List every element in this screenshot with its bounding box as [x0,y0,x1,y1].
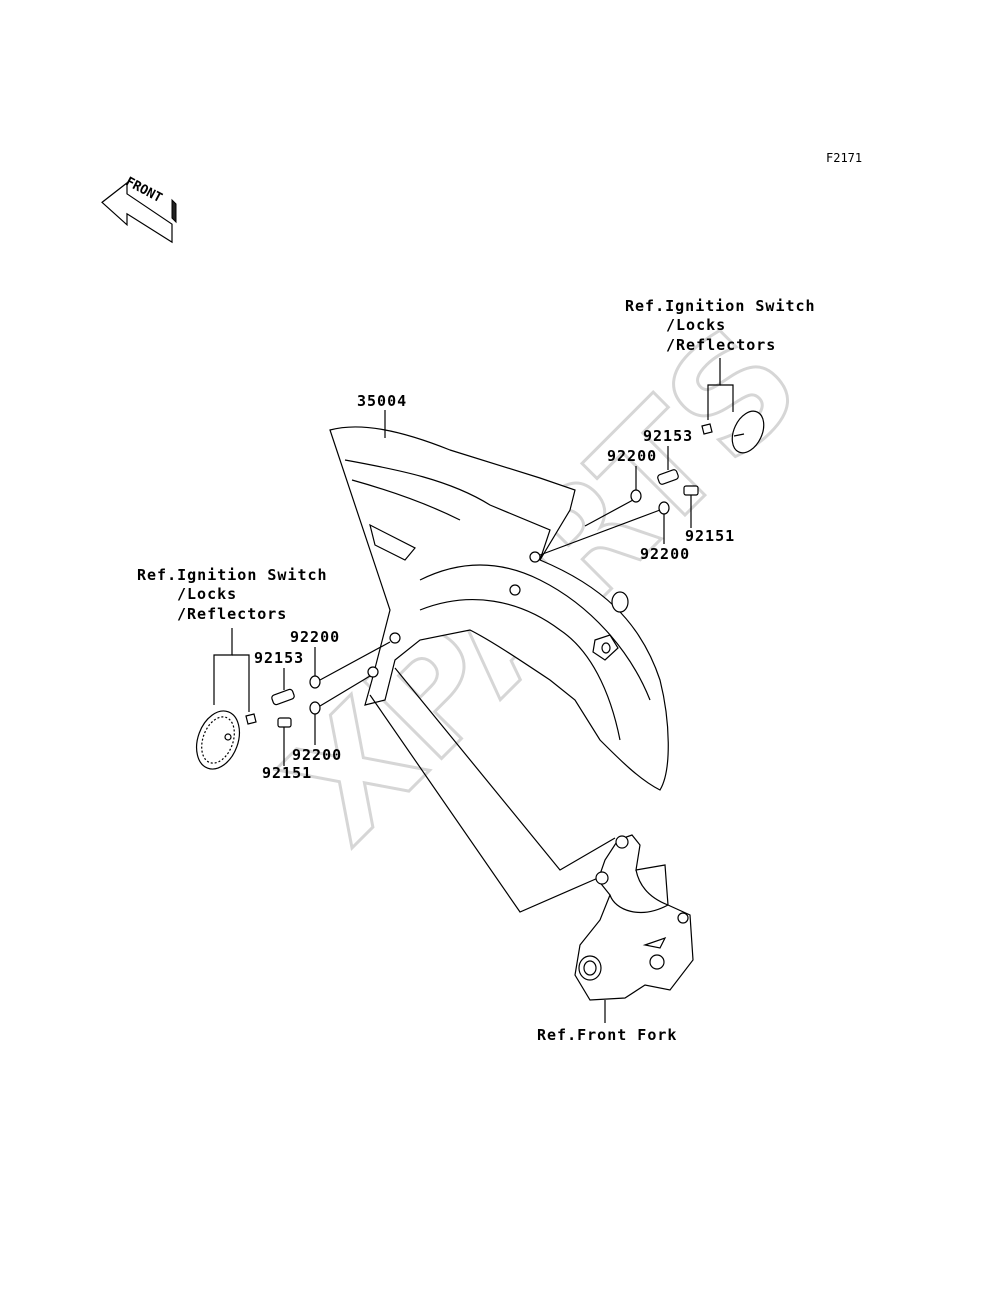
ref-ignition-left-line3: /Reflectors [177,605,287,623]
label-92200-right-top: 92200 [607,447,657,465]
label-92200-left-top: 92200 [290,628,340,646]
label-92200-left-bottom: 92200 [292,746,342,764]
diagram-code: F2171 [826,151,862,165]
right-reflector-group: Ref.Ignition Switch /Locks /Reflectors [625,297,816,454]
left-hardware: 92200 92153 92200 92151 [254,628,391,782]
label-92153-left: 92153 [254,649,304,667]
ref-ignition-right-line3: /Reflectors [666,336,776,354]
label-92151-left: 92151 [262,764,312,782]
reflector-icon [195,710,241,770]
fork-leader-upper [394,667,616,871]
fork-leader-lower [369,694,599,913]
ref-ignition-left-line2: /Locks [177,585,237,603]
ref-ignition-right-line2: /Locks [666,316,726,334]
front-fender [329,426,669,791]
right-hardware: 92153 92200 92151 92200 [539,427,735,563]
left-reflector-group: Ref.Ignition Switch /Locks /Reflectors [137,566,328,770]
label-92151-right: 92151 [685,527,735,545]
label-35004: 35004 [357,392,407,410]
ref-front-fork: Ref.Front Fork [537,1026,677,1044]
ref-ignition-right-line1: Ref.Ignition Switch [625,297,816,315]
front-fork [574,834,694,1001]
front-arrow-icon: FRONT [101,174,177,244]
ref-ignition-left-line1: Ref.Ignition Switch [137,566,328,584]
label-92153-right: 92153 [643,427,693,445]
label-92200-right-bottom: 92200 [640,545,690,563]
